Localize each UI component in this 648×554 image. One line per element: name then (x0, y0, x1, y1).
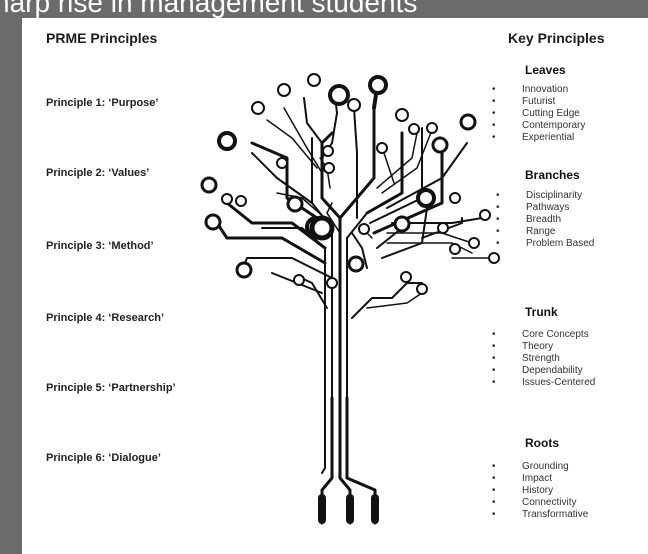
bullet-icon: • (492, 108, 496, 119)
bullet-icon: • (492, 341, 496, 352)
bullet-icon: • (492, 84, 496, 95)
roots-list: •Grounding •Impact •History •Connectivit… (492, 461, 588, 521)
list-item: •History (492, 485, 554, 496)
bullet-icon: • (492, 377, 496, 388)
page-caption: harp rise in management students (0, 0, 418, 18)
trunk-list: •Core Concepts •Theory •Strength •Depend… (492, 329, 595, 389)
trunk-title: Trunk (525, 305, 558, 319)
bullet-icon: • (492, 120, 496, 131)
principle-2: Principle 2: ‘Values’ (46, 167, 150, 179)
bullet-icon: • (492, 509, 496, 520)
list-item: •Experiential (492, 132, 575, 143)
leaves-list: •Innovation •Futurist •Cutting Edge •Con… (492, 84, 585, 144)
list-item: •Connectivity (492, 497, 577, 508)
bullet-icon: • (492, 365, 496, 376)
list-item: •Dependability (492, 365, 583, 376)
list-item: •Strength (492, 353, 560, 364)
bullet-icon: • (492, 96, 496, 107)
bullet-icon: • (496, 238, 500, 249)
roots-title: Roots (525, 436, 559, 450)
list-item: •Problem Based (496, 238, 595, 249)
list-item: •Disciplinarity (496, 190, 583, 201)
list-item: •Cutting Edge (492, 108, 580, 119)
list-item: •Grounding (492, 461, 569, 472)
bullet-icon: • (496, 214, 500, 225)
diagram-panel: PRME Principles Key Principles Principle… (22, 18, 648, 554)
circuit-tree-diagram (200, 73, 500, 525)
branches-title: Branches (525, 168, 580, 182)
list-item: •Core Concepts (492, 329, 589, 340)
prme-principles-title: PRME Principles (46, 30, 158, 46)
bullet-icon: • (492, 329, 496, 340)
bullet-icon: • (492, 461, 496, 472)
principle-1: Principle 1: ‘Purpose’ (46, 97, 159, 109)
principle-3: Principle 3: ‘Method’ (46, 240, 154, 252)
principle-6: Principle 6: ‘Dialogue’ (46, 452, 161, 464)
bullet-icon: • (492, 473, 496, 484)
list-item: •Impact (492, 473, 553, 484)
list-item: •Contemporary (492, 120, 586, 131)
list-item: •Breadth (496, 214, 562, 225)
bullet-icon: • (492, 485, 496, 496)
principle-5: Principle 5: ‘Partnership’ (46, 382, 176, 394)
bullet-icon: • (492, 353, 496, 364)
bullet-icon: • (492, 497, 496, 508)
key-principles-title: Key Principles (508, 30, 605, 46)
list-item: •Futurist (492, 96, 556, 107)
branches-list: •Disciplinarity •Pathways •Breadth •Rang… (496, 190, 594, 250)
list-item: •Transformative (492, 509, 589, 520)
bullet-icon: • (496, 226, 500, 237)
bullet-icon: • (492, 132, 496, 143)
list-item: •Range (496, 226, 556, 237)
list-item: •Innovation (492, 84, 569, 95)
leaves-title: Leaves (525, 63, 566, 77)
list-item: •Theory (492, 341, 554, 352)
bullet-icon: • (496, 190, 500, 201)
bullet-icon: • (496, 202, 500, 213)
principle-4: Principle 4: ‘Research’ (46, 312, 164, 324)
list-item: •Issues-Centered (492, 377, 596, 388)
list-item: •Pathways (496, 202, 570, 213)
